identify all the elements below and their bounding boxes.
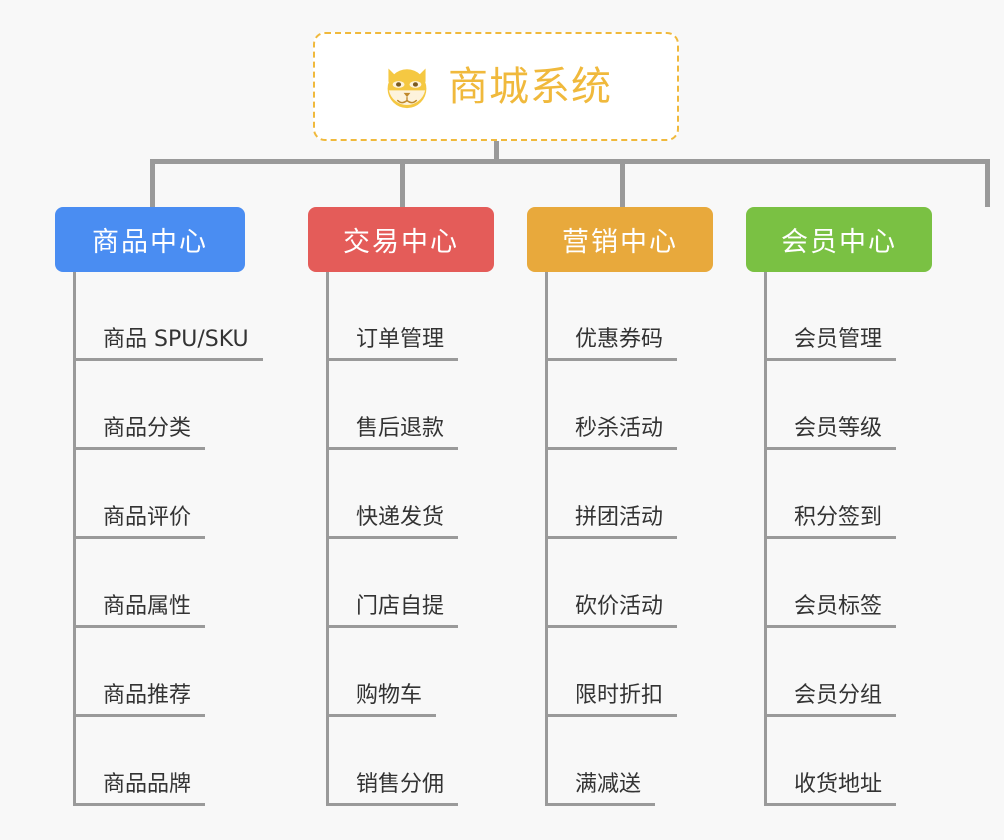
leaf-label: 商品品牌 — [103, 772, 206, 806]
branch-header-3[interactable]: 营销中心 — [527, 207, 713, 272]
leaf-label: 会员标签 — [794, 594, 897, 628]
list-item[interactable]: 优惠券码 — [545, 272, 777, 361]
list-item[interactable]: 会员分组 — [764, 628, 996, 717]
list-item[interactable]: 会员等级 — [764, 361, 996, 450]
list-item[interactable]: 商品分类 — [73, 361, 305, 450]
leaf-label: 订单管理 — [356, 327, 459, 361]
list-item[interactable]: 收货地址 — [764, 717, 996, 806]
leaf-label: 快递发货 — [356, 505, 459, 539]
branch-header-1[interactable]: 商品中心 — [55, 207, 245, 272]
leaf-label: 会员管理 — [794, 327, 897, 361]
leaf-label: 商品分类 — [103, 416, 206, 450]
branch-spine-1 — [73, 272, 76, 806]
leaf-label: 商品 SPU/SKU — [103, 327, 263, 361]
root-node[interactable]: 商城系统 — [313, 32, 679, 141]
branch-header-2[interactable]: 交易中心 — [308, 207, 494, 272]
list-item[interactable]: 砍价活动 — [545, 539, 777, 628]
branch-column-3: 营销中心 优惠券码 秒杀活动 拼团活动 砍价活动 限时折扣 满减送 — [527, 207, 777, 806]
root-title: 商城系统 — [448, 63, 612, 110]
leaf-label: 优惠券码 — [575, 327, 678, 361]
list-item[interactable]: 购物车 — [326, 628, 558, 717]
leaf-label: 会员分组 — [794, 683, 897, 717]
branch-spine-3 — [545, 272, 548, 806]
connector-drop-3 — [620, 159, 625, 207]
leaf-label: 砍价活动 — [575, 594, 678, 628]
leaf-label: 收货地址 — [794, 772, 897, 806]
list-item[interactable]: 商品品牌 — [73, 717, 305, 806]
branch-body-2: 订单管理 售后退款 快递发货 门店自提 购物车 销售分佣 — [308, 272, 558, 806]
leaf-label: 积分签到 — [794, 505, 897, 539]
leaf-label: 秒杀活动 — [575, 416, 678, 450]
list-item[interactable]: 限时折扣 — [545, 628, 777, 717]
list-item[interactable]: 满减送 — [545, 717, 777, 806]
branch-body-1: 商品 SPU/SKU 商品分类 商品评价 商品属性 商品推荐 商品品牌 — [55, 272, 305, 806]
branch-column-2: 交易中心 订单管理 售后退款 快递发货 门店自提 购物车 销售分佣 — [308, 207, 558, 806]
list-item[interactable]: 销售分佣 — [326, 717, 558, 806]
leaf-label: 购物车 — [356, 683, 437, 717]
list-item[interactable]: 订单管理 — [326, 272, 558, 361]
leaf-label: 拼团活动 — [575, 505, 678, 539]
list-item[interactable]: 秒杀活动 — [545, 361, 777, 450]
shiba-dog-face-icon — [387, 67, 427, 110]
branch-body-4: 会员管理 会员等级 积分签到 会员标签 会员分组 收货地址 — [746, 272, 996, 806]
connector-drop-1 — [150, 159, 155, 207]
list-item[interactable]: 积分签到 — [764, 450, 996, 539]
list-item[interactable]: 拼团活动 — [545, 450, 777, 539]
list-item[interactable]: 售后退款 — [326, 361, 558, 450]
list-item[interactable]: 商品评价 — [73, 450, 305, 539]
list-item[interactable]: 商品属性 — [73, 539, 305, 628]
leaf-label: 商品推荐 — [103, 683, 206, 717]
leaf-label: 会员等级 — [794, 416, 897, 450]
list-item[interactable]: 会员管理 — [764, 272, 996, 361]
leaf-label: 满减送 — [575, 772, 656, 806]
connector-horizontal-bus — [150, 159, 990, 164]
list-item[interactable]: 商品 SPU/SKU — [73, 272, 305, 361]
list-item[interactable]: 快递发货 — [326, 450, 558, 539]
leaf-label: 商品评价 — [103, 505, 206, 539]
branch-spine-4 — [764, 272, 767, 806]
leaf-label: 商品属性 — [103, 594, 206, 628]
leaf-label: 限时折扣 — [575, 683, 678, 717]
leaf-label: 门店自提 — [356, 594, 459, 628]
leaf-label: 售后退款 — [356, 416, 459, 450]
connector-drop-2 — [400, 159, 405, 207]
branch-column-4: 会员中心 会员管理 会员等级 积分签到 会员标签 会员分组 收货地址 — [746, 207, 996, 806]
list-item[interactable]: 门店自提 — [326, 539, 558, 628]
branch-header-4[interactable]: 会员中心 — [746, 207, 932, 272]
leaf-label: 销售分佣 — [356, 772, 459, 806]
connector-drop-4 — [985, 159, 990, 207]
branch-body-3: 优惠券码 秒杀活动 拼团活动 砍价活动 限时折扣 满减送 — [527, 272, 777, 806]
branch-column-1: 商品中心 商品 SPU/SKU 商品分类 商品评价 商品属性 商品推荐 商品品牌 — [55, 207, 305, 806]
list-item[interactable]: 会员标签 — [764, 539, 996, 628]
connector-root-stem — [494, 141, 499, 162]
list-item[interactable]: 商品推荐 — [73, 628, 305, 717]
branch-spine-2 — [326, 272, 329, 806]
